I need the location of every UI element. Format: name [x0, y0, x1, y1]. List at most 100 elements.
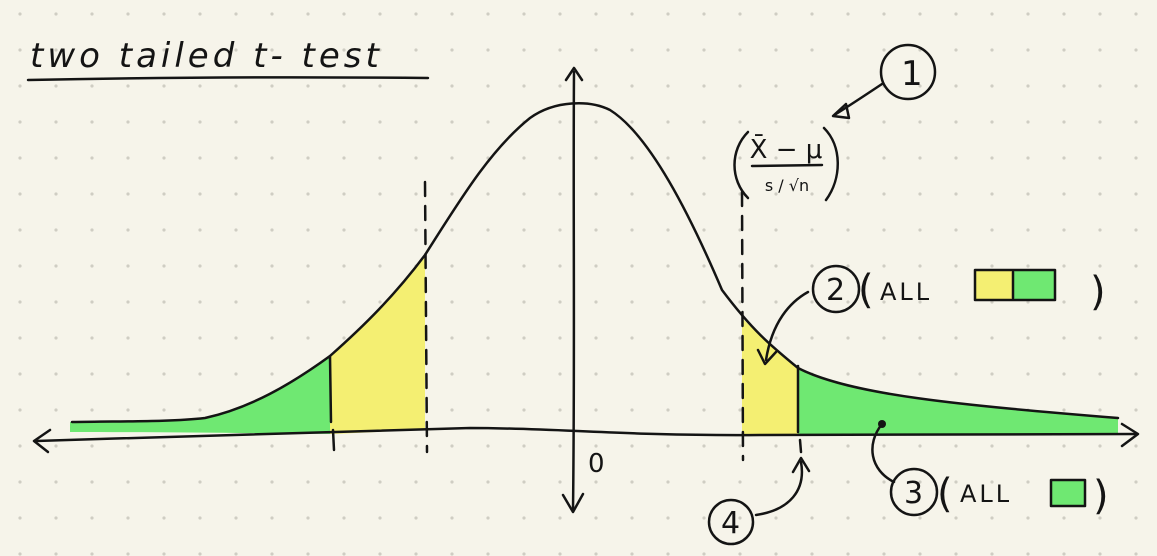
grid-dot [918, 552, 922, 556]
grid-dot [126, 552, 130, 556]
formula-denominator: s / √n [765, 176, 809, 195]
grid-dot [126, 228, 130, 232]
grid-dot [810, 444, 814, 448]
grid-dot [990, 48, 994, 52]
grid-dot [342, 156, 346, 160]
grid-dot [774, 552, 778, 556]
legend-green-only-swatch [1051, 480, 1085, 506]
grid-dot [594, 12, 598, 16]
grid-dot [954, 480, 958, 484]
grid-dot [810, 120, 814, 124]
grid-dot [846, 300, 850, 304]
grid-dot [54, 48, 58, 52]
callout-2-arrow-shaft [764, 290, 810, 362]
grid-dot [630, 408, 634, 412]
grid-dot [378, 84, 382, 88]
grid-dot [738, 228, 742, 232]
callout-3-leader [871, 422, 896, 484]
grid-dot [18, 228, 22, 232]
grid-dot [702, 264, 706, 268]
grid-dot [234, 300, 238, 304]
legend-green-only-box [1049, 478, 1087, 508]
grid-dot [162, 336, 166, 340]
grid-dot [1134, 552, 1138, 556]
grid-dot [270, 228, 274, 232]
grid-dot [270, 264, 274, 268]
grid-dot [990, 12, 994, 16]
grid-dot [54, 372, 58, 376]
grid-dot [522, 336, 526, 340]
grid-dot [162, 444, 166, 448]
grid-dot [306, 300, 310, 304]
grid-dot [1098, 300, 1102, 304]
x-axis-left-arrowhead [32, 428, 52, 454]
grid-dot [414, 192, 418, 196]
grid-dot [1098, 12, 1102, 16]
grid-dot [810, 480, 814, 484]
grid-dot [558, 192, 562, 196]
grid-dot [558, 48, 562, 52]
grid-dot [54, 552, 58, 556]
grid-dot [666, 264, 670, 268]
grid-dot [666, 192, 670, 196]
grid-dot [162, 84, 166, 88]
grid-dot [1062, 516, 1066, 520]
grid-dot [162, 300, 166, 304]
grid-dot [522, 300, 526, 304]
grid-dot [1062, 120, 1066, 124]
grid-dot [1026, 48, 1030, 52]
grid-dot [378, 444, 382, 448]
grid-dot [450, 408, 454, 412]
grid-dot [378, 156, 382, 160]
grid-dot [702, 120, 706, 124]
grid-dot [558, 372, 562, 376]
grid-dot [630, 192, 634, 196]
grid-dot [198, 480, 202, 484]
grid-dot [522, 12, 526, 16]
grid-dot [774, 264, 778, 268]
grid-dot [774, 192, 778, 196]
grid-dot [162, 228, 166, 232]
grid-dot [522, 516, 526, 520]
grid-dot [666, 336, 670, 340]
grid-dot [1062, 12, 1066, 16]
grid-dot [738, 336, 742, 340]
grid-dot [54, 84, 58, 88]
right-critical-line [796, 364, 803, 454]
grid-dot [450, 12, 454, 16]
grid-dot [1026, 336, 1030, 340]
grid-dot [378, 228, 382, 232]
grid-dot [630, 552, 634, 556]
grid-dot [1098, 120, 1102, 124]
grid-dot [486, 336, 490, 340]
grid-dot [702, 12, 706, 16]
grid-dot [342, 480, 346, 484]
callout-4-number: 4 [721, 506, 740, 541]
grid-dot [270, 192, 274, 196]
grid-dot [234, 516, 238, 520]
grid-dot [234, 84, 238, 88]
grid-dot [630, 264, 634, 268]
grid-dot [702, 408, 706, 412]
callout-2-text: ALL [880, 278, 932, 306]
grid-dot [846, 552, 850, 556]
callout-1: 1 [831, 43, 937, 120]
callout-1-arrowhead [831, 102, 851, 120]
grid-dot [522, 372, 526, 376]
grid-dot [1098, 516, 1102, 520]
grid-dot [1026, 444, 1030, 448]
grid-dot [198, 444, 202, 448]
grid-dot [1026, 84, 1030, 88]
grid-dot [18, 264, 22, 268]
grid-dot [702, 192, 706, 196]
grid-dot [342, 264, 346, 268]
grid-dot [1062, 84, 1066, 88]
grid-dot [522, 156, 526, 160]
grid-dot [522, 48, 526, 52]
grid-dot [306, 192, 310, 196]
grid-dot [18, 516, 22, 520]
grid-dot [378, 12, 382, 16]
grid-dot [18, 480, 22, 484]
grid-dot [1062, 156, 1066, 160]
grid-dot [702, 228, 706, 232]
